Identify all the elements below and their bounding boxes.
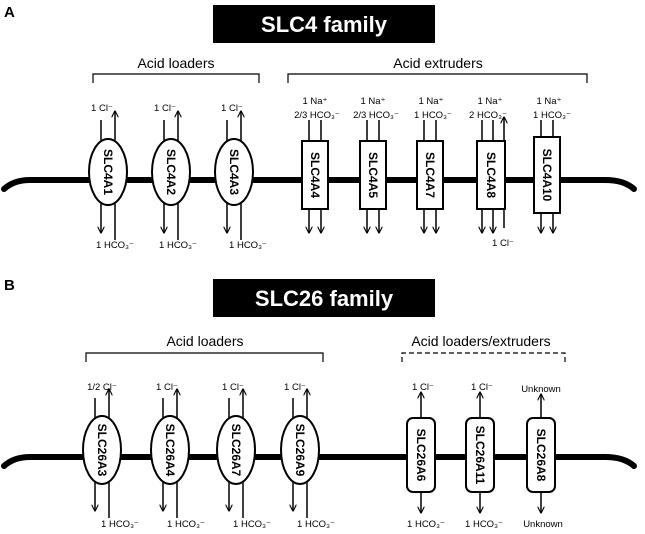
panel-b-group-left-label: Acid loaders <box>166 333 243 349</box>
transporter-slc4a8: SLC4A8 1 Na⁺ 2 HCO₃⁻ 1 Cl⁻ <box>469 96 514 249</box>
panel-b-group-right-bracket <box>401 352 566 362</box>
slc4a8-box <box>476 140 506 210</box>
panel-a-letter: A <box>4 4 15 21</box>
slc4a7-top-ion-1: 1 Na⁺ <box>418 96 443 107</box>
slc4a3-top-ion: 1 Cl⁻ <box>221 103 243 114</box>
slc26a7-top-ion: 1 Cl⁻ <box>222 382 244 393</box>
slc4a10-top-ion-1: 1 Na⁺ <box>536 96 561 107</box>
transporter-slc4a3: SLC4A3 1 Cl⁻ 1 HCO₃⁻ <box>214 103 267 251</box>
transporter-slc26a9: SLC26A9 1 Cl⁻ 1 HCO₃⁻ <box>280 382 335 530</box>
slc4a7-label: SLC4A7 <box>423 152 437 198</box>
slc26a11-box <box>465 417 495 493</box>
slc26a11-top-ion: 1 Cl⁻ <box>471 382 493 393</box>
slc4a1-label: SLC4A1 <box>101 149 115 195</box>
slc26a6-top-ion: 1 Cl⁻ <box>412 382 434 393</box>
transporter-slc4a1: SLC4A1 1 Cl⁻ 1 HCO₃⁻ <box>88 103 134 251</box>
slc4a3-bottom-ion: 1 HCO₃⁻ <box>229 240 267 251</box>
slc4a4-top-ion-1: 1 Na⁺ <box>302 96 327 107</box>
slc26a4-label: SLC26A4 <box>163 424 177 477</box>
slc4a5-label: SLC4A5 <box>366 152 380 198</box>
slc26a8-label: SLC26A8 <box>534 429 548 482</box>
slc26a9-ellipse <box>280 415 320 485</box>
slc4a3-ellipse <box>214 138 254 206</box>
slc4a1-top-ion: 1 Cl⁻ <box>91 103 113 114</box>
slc26a3-top-ion: 1/2 Cl⁻ <box>87 382 117 393</box>
slc26a7-bottom-ion: 1 HCO₃⁻ <box>233 519 271 530</box>
panel-a-group-right-label: Acid extruders <box>393 55 482 71</box>
panel-a: A SLC4 family Acid loaders Acid extruder… <box>1 4 637 251</box>
slc26a4-top-ion: 1 Cl⁻ <box>156 382 178 393</box>
slc26a8-bottom-ion: Unknown <box>523 519 563 530</box>
slc26a7-label: SLC26A7 <box>229 424 243 477</box>
panel-a-group-left-label: Acid loaders <box>137 55 214 71</box>
slc4a2-ellipse <box>151 138 191 206</box>
slc4a5-top-ion-1: 1 Na⁺ <box>360 96 385 107</box>
slc26a7-ellipse <box>216 415 256 485</box>
panel-b-banner-title: SLC26 family <box>255 286 394 311</box>
slc4a1-ellipse <box>88 138 128 206</box>
slc4a5-top-ion-2: 2/3 HCO₃⁻ <box>353 110 399 121</box>
slc4a8-label: SLC4A8 <box>484 152 498 198</box>
transporter-slc4a5: SLC4A5 1 Na⁺ 2/3 HCO₃⁻ <box>353 96 399 232</box>
panel-a-banner <box>213 5 435 43</box>
slc4a3-label: SLC4A3 <box>227 149 241 195</box>
slc4a8-bottom-ion: 1 Cl⁻ <box>492 238 514 249</box>
slc26a4-ellipse <box>150 415 190 485</box>
transporter-slc26a11: SLC26A11 1 Cl⁻ 1 HCO₃⁻ <box>465 382 503 530</box>
slc4a5-box <box>359 140 387 210</box>
slc26a8-box <box>526 417 556 493</box>
transporter-slc26a4: SLC26A4 1 Cl⁻ 1 HCO₃⁻ <box>150 382 205 530</box>
slc26a4-bottom-ion: 1 HCO₃⁻ <box>167 519 205 530</box>
slc26a6-bottom-ion: 1 HCO₃⁻ <box>407 519 445 530</box>
slc4a2-label: SLC4A2 <box>164 149 178 195</box>
slc26a6-label: SLC26A6 <box>414 429 428 482</box>
transporter-slc4a4: SLC4A4 1 Na⁺ 2/3 HCO₃⁻ <box>294 96 340 232</box>
panel-b-banner <box>213 279 435 317</box>
transporter-slc26a6: SLC26A6 1 Cl⁻ 1 HCO₃⁻ <box>406 382 445 530</box>
slc26a9-top-ion: 1 Cl⁻ <box>284 382 306 393</box>
slc4a2-bottom-ion: 1 HCO₃⁻ <box>159 240 197 251</box>
panel-b-group-right-label: Acid loaders/extruders <box>411 333 550 349</box>
slc26a9-label: SLC26A9 <box>293 424 307 477</box>
panel-a-group-right-bracket <box>287 73 588 83</box>
transporter-slc26a7: SLC26A7 1 Cl⁻ 1 HCO₃⁻ <box>216 382 271 530</box>
slc4a8-top-ion-1: 1 Na⁺ <box>477 96 502 107</box>
panel-b: B SLC26 family Acid loaders Acid loaders… <box>1 277 637 530</box>
slc26a11-label: SLC26A11 <box>473 426 487 485</box>
slc26a3-label: SLC26A3 <box>95 424 109 477</box>
slc4a4-top-ion-2: 2/3 HCO₃⁻ <box>294 110 340 121</box>
slc4a7-box <box>416 140 444 210</box>
transporter-slc4a7: SLC4A7 1 Na⁺ 1 HCO₃⁻ <box>414 96 452 232</box>
slc26a8-top-ion: Unknown <box>521 384 561 395</box>
slc26a3-ellipse <box>82 415 122 485</box>
transporter-slc4a2: SLC4A2 1 Cl⁻ 1 HCO₃⁻ <box>151 103 197 251</box>
slc26a11-bottom-ion: 1 HCO₃⁻ <box>465 519 503 530</box>
slc4a1-bottom-ion: 1 HCO₃⁻ <box>96 240 134 251</box>
slc26a3-bottom-ion: 1 HCO₃⁻ <box>101 519 139 530</box>
slc4a8-top-ion-2: 2 HCO₃⁻ <box>469 110 507 121</box>
slc4a4-box <box>301 140 329 210</box>
panel-a-banner-title: SLC4 family <box>261 12 388 37</box>
slc4a4-label: SLC4A4 <box>308 152 322 198</box>
slc4a10-top-ion-2: 1 HCO₃⁻ <box>533 110 571 121</box>
transporter-slc26a3: SLC26A3 1/2 Cl⁻ 1 HCO₃⁻ <box>82 382 139 530</box>
slc26a6-box <box>406 417 436 493</box>
panel-a-group-left-bracket <box>92 73 260 83</box>
slc4a10-label: SLC4A10 <box>540 149 554 202</box>
slc4a2-top-ion: 1 Cl⁻ <box>154 103 176 114</box>
slc4a10-box <box>533 136 561 214</box>
slc4a7-top-ion-2: 1 HCO₃⁻ <box>414 110 452 121</box>
panel-b-letter: B <box>4 277 15 294</box>
transporter-slc26a8: SLC26A8 Unknown Unknown <box>521 384 563 530</box>
transporter-slc4a10: SLC4A10 1 Na⁺ 1 HCO₃⁻ <box>533 96 571 232</box>
panel-b-group-left-bracket <box>85 352 324 362</box>
slc26a9-bottom-ion: 1 HCO₃⁻ <box>297 519 335 530</box>
